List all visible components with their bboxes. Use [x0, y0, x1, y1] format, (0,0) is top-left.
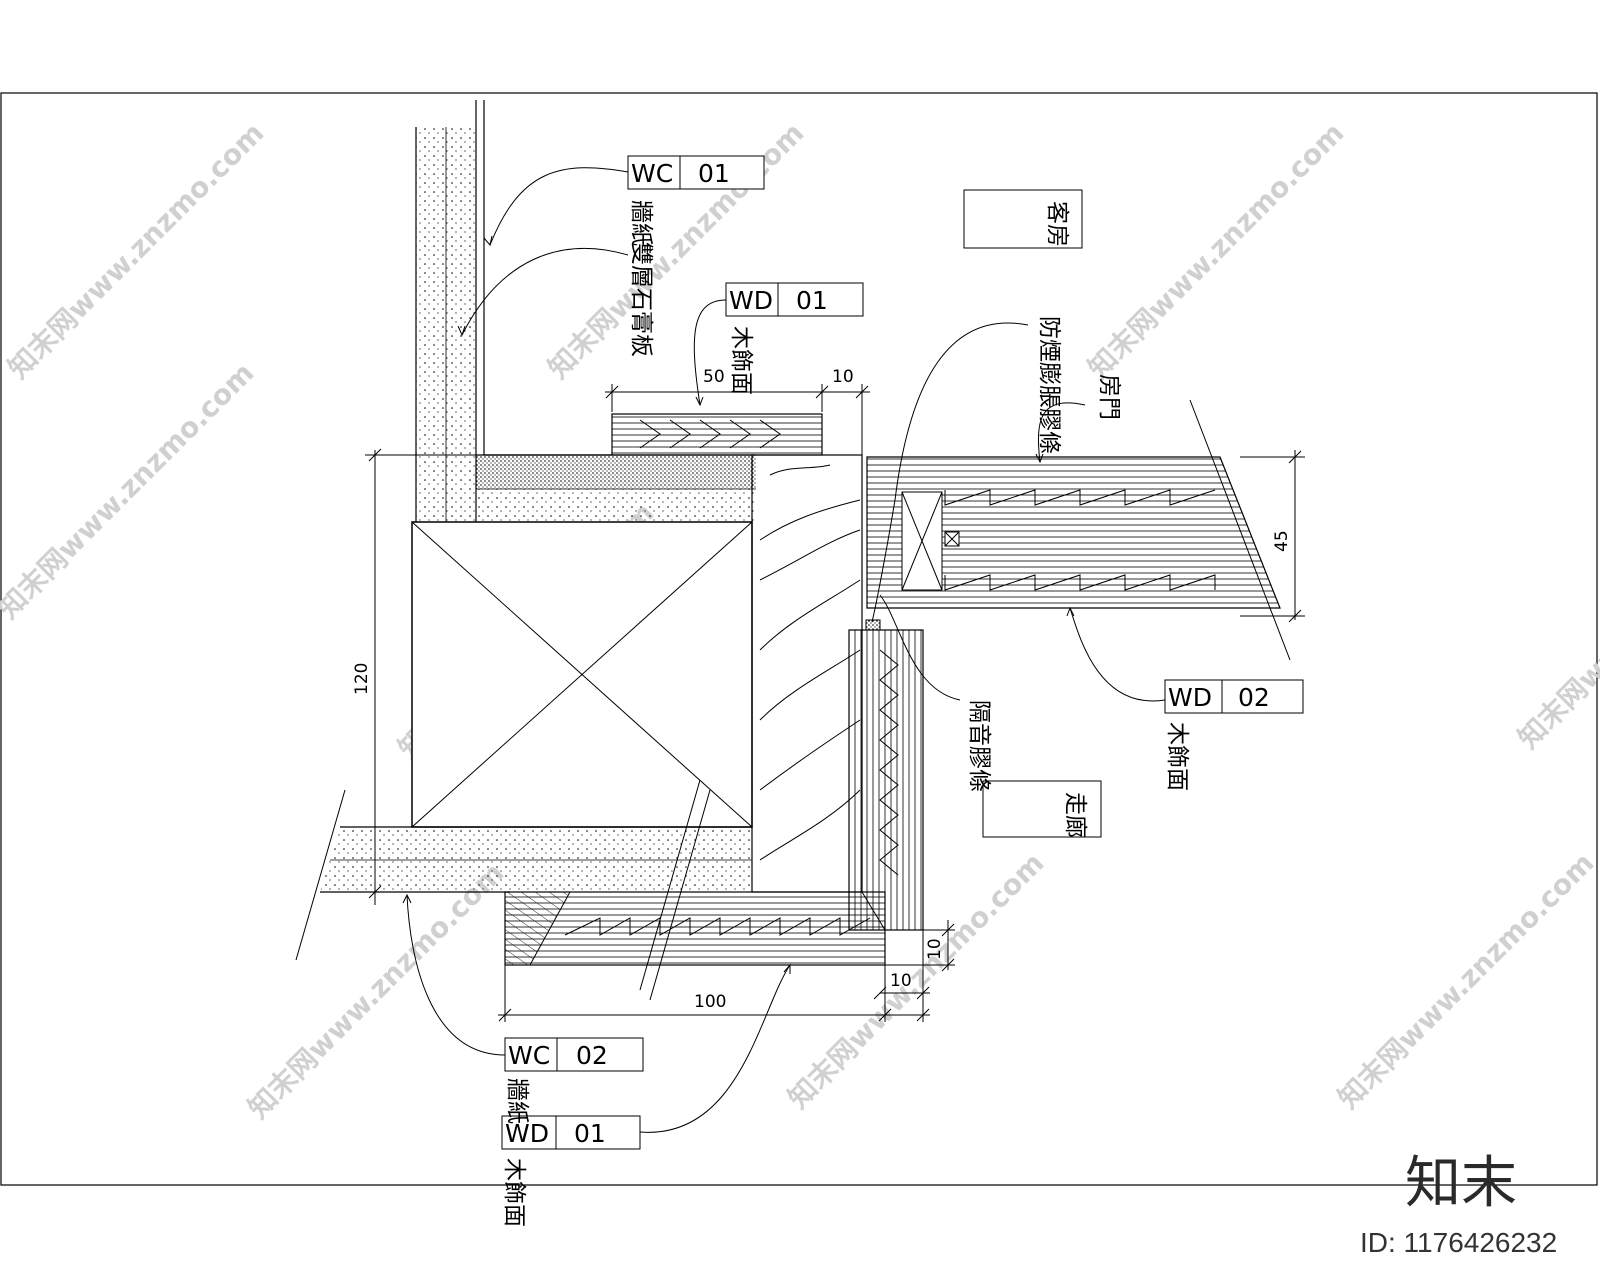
- tag-wc01: WC 01: [627, 155, 765, 190]
- tag-code: WD: [505, 1119, 549, 1148]
- watermark-text: 知末网www.znzmo.com: [0, 356, 260, 625]
- tag-wd01-top: WD 01: [725, 282, 864, 317]
- watermark-layer: 知末网www.znzmo.com 知末网www.znzmo.com 知末网www…: [0, 116, 1600, 1125]
- watermark-logo: 知末: [1405, 1151, 1517, 1216]
- top-wood-trim: [611, 413, 823, 456]
- room-guest: 客房: [963, 189, 1083, 249]
- sound-strip-marker: [865, 619, 881, 631]
- dim-50: 50: [703, 367, 725, 387]
- tag-code: WC: [631, 159, 673, 188]
- label-wallpaper-bottom: 牆紙: [504, 1078, 530, 1124]
- label-wood-finish-bottom: 木飾面: [501, 1158, 527, 1227]
- dim-10-top: 10: [832, 367, 854, 387]
- tag-num: 02: [1238, 683, 1270, 712]
- label-double-gypsum: 雙層石膏板: [628, 242, 654, 357]
- tag-wc02: WC 02: [504, 1037, 644, 1072]
- tag-code: WD: [729, 286, 773, 315]
- watermark-text: 知末网www.znzmo.com: [1082, 116, 1351, 385]
- dim-10-right: 10: [925, 938, 945, 960]
- label-wood-finish-right: 木飾面: [1164, 722, 1190, 791]
- dim-100: 100: [694, 992, 726, 1012]
- tag-num: 02: [576, 1041, 608, 1070]
- annotation-labels: 牆紙 雙層石膏板 木飾面 防煙膨脹膠條 房門 隔音膠條 木飾面 牆紙 木飾面: [501, 200, 1190, 1227]
- tag-num: 01: [574, 1119, 606, 1148]
- tag-code: WC: [508, 1041, 550, 1070]
- watermark-text: 知末网www.znzmo.com: [2, 116, 271, 385]
- label-room-door: 房門: [1096, 374, 1122, 420]
- watermark-text: 知末网www.znzmo.com: [1512, 486, 1600, 755]
- tag-wd01-bottom: WD 01: [501, 1115, 641, 1150]
- label-sound-strip: 隔音膠條: [966, 700, 992, 792]
- watermark-text: 知末网www.znzmo.com: [1332, 846, 1600, 1115]
- dim-10-bottom: 10: [890, 971, 912, 991]
- drawing-border: [0, 92, 1598, 1186]
- watermark-text: 知末网www.znzmo.com: [242, 856, 511, 1125]
- gypsum-wall-vertical: [415, 100, 485, 522]
- dim-45: 45: [1272, 530, 1292, 552]
- label-fire-strip: 防煙膨脹膠條: [1036, 316, 1062, 454]
- label-wallpaper-top: 牆紙: [628, 200, 654, 246]
- right-vertical-cladding: [848, 629, 924, 931]
- room-corridor: 走廊: [982, 780, 1102, 838]
- structural-block: [411, 521, 753, 828]
- room-corridor-label: 走廊: [1062, 792, 1088, 838]
- leader-lines: [402, 167, 1166, 1133]
- tag-code: WD: [1168, 683, 1212, 712]
- tag-wd02: WD 02: [1164, 679, 1304, 714]
- door-leaf: [865, 399, 1291, 661]
- room-guest-label: 客房: [1044, 201, 1070, 247]
- door-frame-wood: [751, 454, 863, 893]
- bottom-wood-cladding: [504, 779, 886, 1001]
- dim-120: 120: [352, 663, 372, 695]
- gypsum-wall-horizontal-bottom: [295, 789, 752, 961]
- watermark-id: ID: 1176426232: [1360, 1227, 1557, 1258]
- dimension-texts: 50 10 45 120 100 10 10: [352, 367, 1292, 1012]
- dimension-lines: [365, 384, 1305, 1022]
- gypsum-wall-horizontal-top: [476, 454, 756, 522]
- label-wood-finish-top: 木飾面: [728, 326, 754, 395]
- tag-num: 01: [698, 159, 730, 188]
- tag-num: 01: [796, 286, 828, 315]
